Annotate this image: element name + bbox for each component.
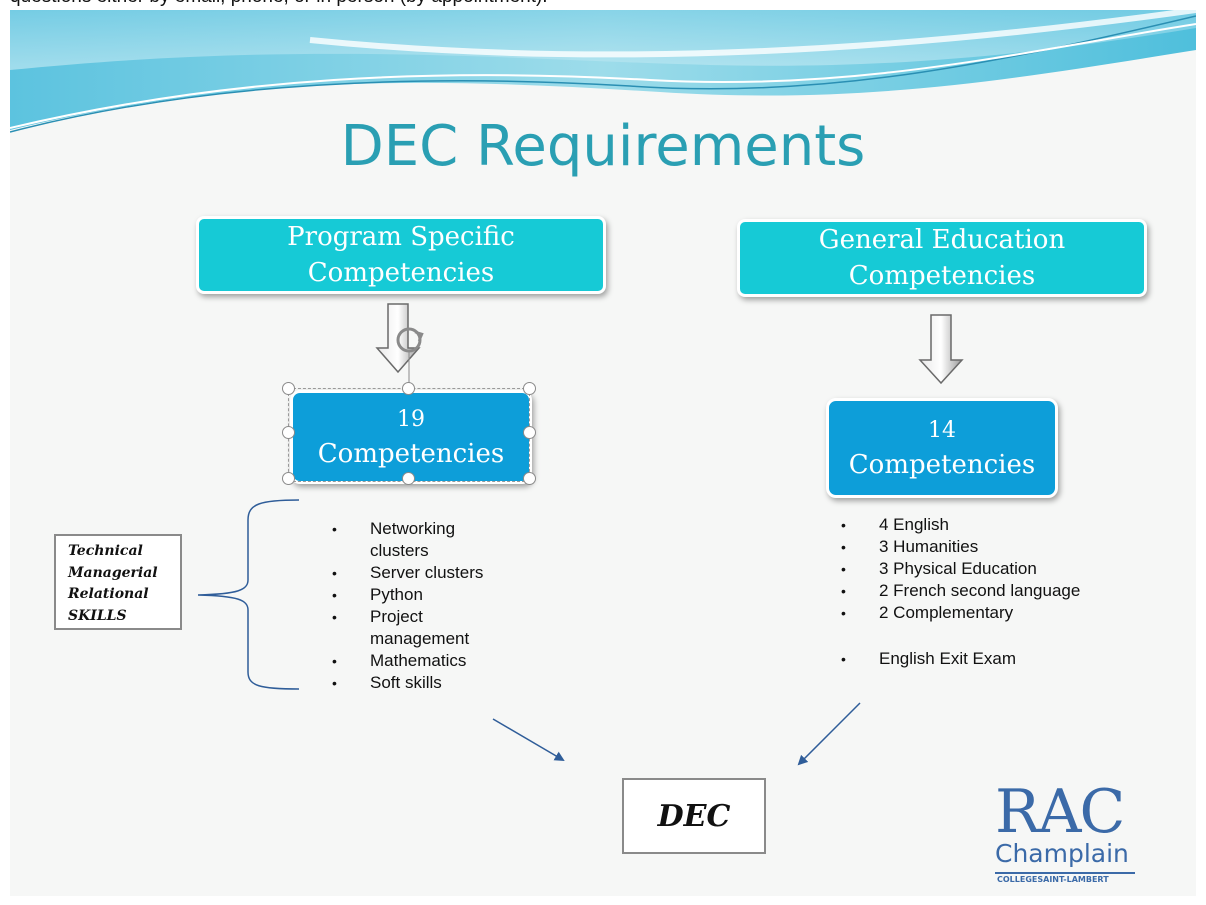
skills-technical: Technical: [68, 543, 143, 559]
dec-box: DEC: [622, 778, 766, 854]
general-education-header-box: General Education Competencies: [737, 219, 1147, 297]
list-item: 3 Physical Education: [841, 558, 1171, 580]
header-wave-decoration: [10, 10, 1196, 133]
slide: DEC Requirements Program Specific Compet…: [10, 10, 1196, 896]
program-count-label: Competencies: [317, 439, 505, 469]
list-item: Soft skills: [332, 672, 552, 694]
arrow-left-to-dec: [492, 718, 565, 762]
resize-handle-bottom[interactable]: [402, 472, 415, 485]
list-item: 3 Humanities: [841, 536, 1171, 558]
resize-handle-left[interactable]: [282, 426, 295, 439]
general-education-line2: Competencies: [848, 261, 1036, 291]
list-item: Server clusters: [332, 562, 552, 584]
list-item: 2 Complementary: [841, 602, 1171, 624]
rotate-handle-icon: [396, 327, 424, 388]
list-item: 4 English: [841, 514, 1171, 536]
skills-label: SKILLS: [68, 607, 127, 624]
down-arrow-right-icon: [918, 314, 964, 385]
resize-handle-bottom-right[interactable]: [523, 472, 536, 485]
top-caption-text: questions either by email, phone, or in …: [10, 0, 548, 8]
general-education-list: 4 English 3 Humanities 3 Physical Educat…: [841, 514, 1171, 624]
general-count-number: 14: [928, 418, 956, 443]
brace-bracket: [197, 499, 300, 690]
program-specific-line2: Competencies: [307, 258, 495, 288]
resize-handle-right[interactable]: [523, 426, 536, 439]
program-count-box[interactable]: 19 Competencies: [290, 390, 532, 484]
resize-handle-top[interactable]: [402, 382, 415, 395]
skills-managerial: Managerial: [68, 564, 158, 581]
general-education-extra-list: English Exit Exam: [841, 648, 1171, 670]
list-item: Python: [332, 584, 552, 606]
resize-handle-top-right[interactable]: [523, 382, 536, 395]
list-item: 2 French second language: [841, 580, 1171, 602]
arrow-right-to-dec: [797, 702, 861, 766]
resize-handle-top-left[interactable]: [282, 382, 295, 395]
general-count-box: 14 Competencies: [826, 398, 1058, 498]
selection-frame: [288, 388, 530, 482]
program-count-number: 19: [397, 407, 425, 432]
skills-relational: Relational: [68, 586, 149, 602]
list-item: Mathematics: [332, 650, 552, 672]
skills-box: Technical Managerial Relational SKILLS: [54, 534, 182, 630]
list-item: English Exit Exam: [841, 648, 1171, 670]
program-specific-header-box: Program Specific Competencies: [196, 216, 606, 294]
program-specific-line1: Program Specific: [287, 222, 515, 252]
general-education-line1: General Education: [818, 225, 1066, 255]
slide-title: DEC Requirements: [340, 114, 866, 179]
resize-handle-bottom-left[interactable]: [282, 472, 295, 485]
rac-champlain-logo: RAC Champlain COLLEGESAINT-LAMBERT: [995, 780, 1145, 890]
general-count-label: Competencies: [848, 450, 1036, 480]
connectors-layer: [197, 303, 964, 766]
